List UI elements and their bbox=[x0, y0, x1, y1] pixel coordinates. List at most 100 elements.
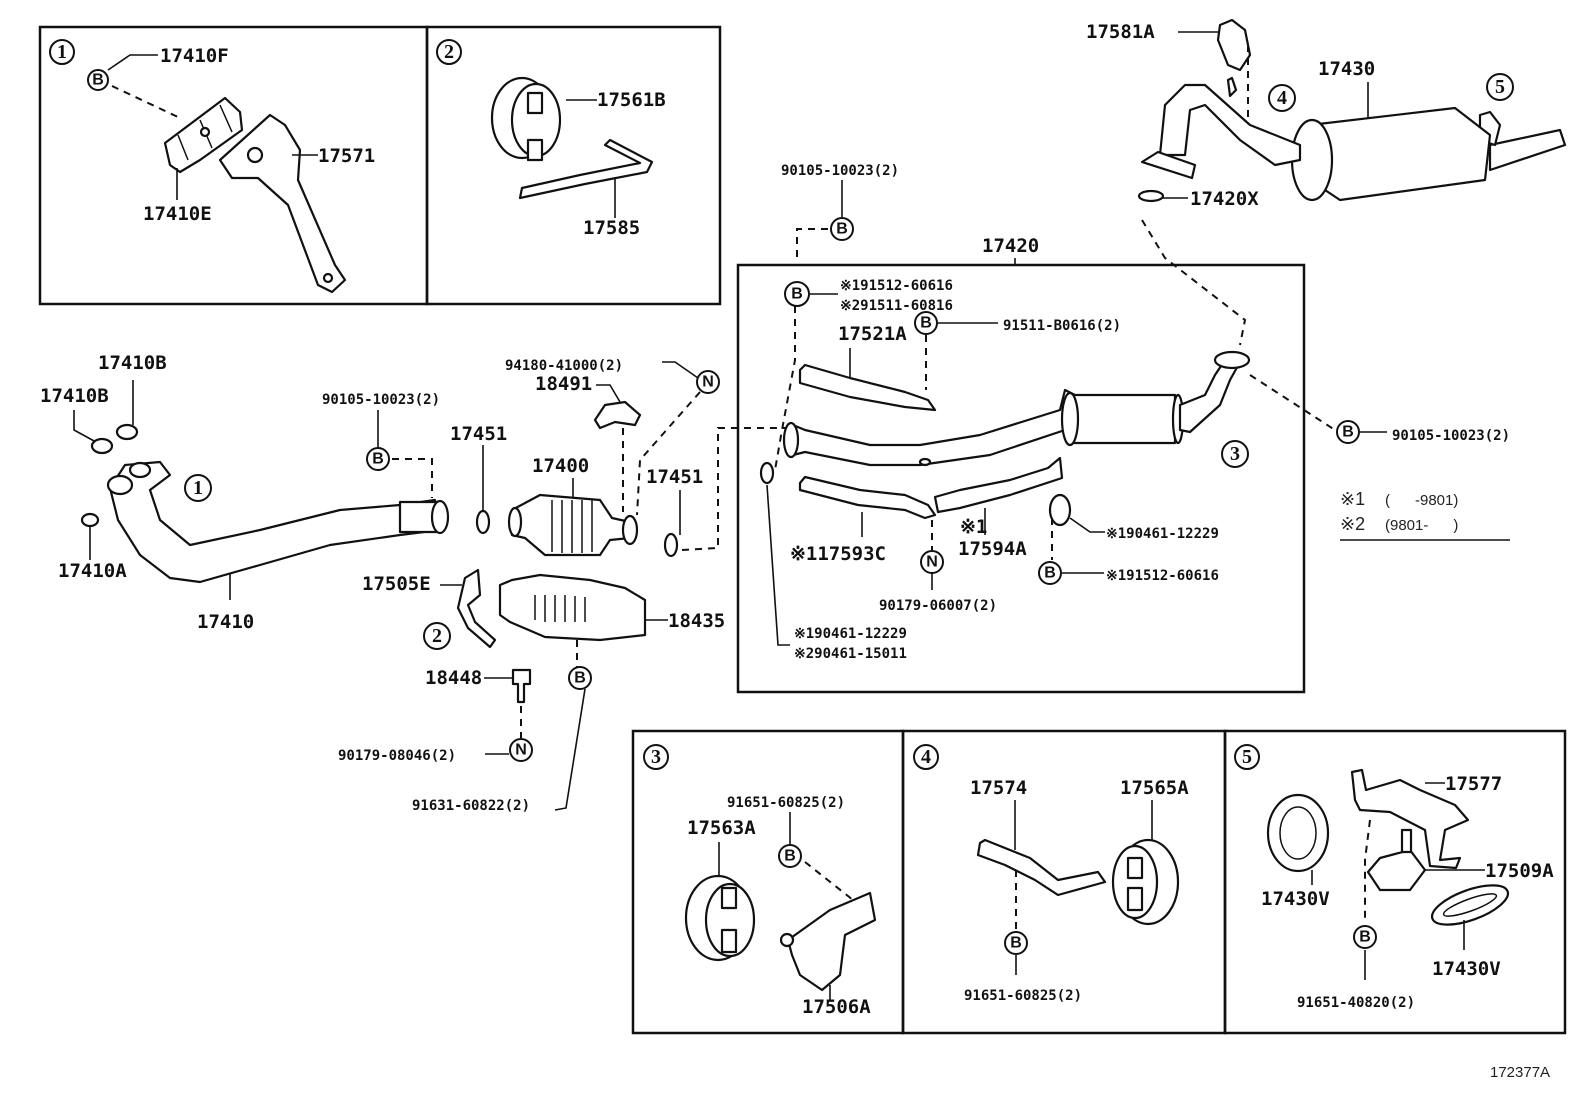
callout-circle-1-main: 1 bbox=[184, 474, 212, 502]
svg-text:4: 4 bbox=[921, 746, 931, 768]
part-label-91651-60825-box3[interactable]: 91651-60825(2) bbox=[727, 795, 845, 811]
callout-circle-1: 1 bbox=[49, 39, 75, 65]
part-label-17581A[interactable]: 17581A bbox=[1086, 21, 1155, 43]
part-label-17400[interactable]: 17400 bbox=[532, 455, 589, 477]
bracket-17577-shape bbox=[1350, 768, 1470, 870]
svg-text:N: N bbox=[702, 374, 714, 391]
bolt-symbol[interactable]: B bbox=[1353, 925, 1377, 949]
bolt-symbol[interactable]: B bbox=[568, 666, 592, 690]
part-label-91511-60816-note2[interactable]: ※291511-60816 bbox=[840, 298, 953, 314]
part-label-18435[interactable]: 18435 bbox=[668, 610, 725, 632]
tailpipe-shape bbox=[1488, 128, 1567, 172]
part-label-17509A[interactable]: 17509A bbox=[1485, 860, 1554, 882]
converter-group: 17451 17400 94180-41000(2) N 18491 17451… bbox=[338, 358, 790, 814]
callout-circle-3: 3 bbox=[643, 744, 669, 770]
part-label-90105-10023-top[interactable]: 90105-10023(2) bbox=[781, 163, 899, 179]
part-label-90461-12229-left[interactable]: ※190461-12229 bbox=[794, 626, 907, 642]
svg-text:3: 3 bbox=[651, 746, 661, 768]
part-label-91651-40820[interactable]: 91651-40820(2) bbox=[1297, 995, 1415, 1011]
sensor-17581A-shape bbox=[1216, 18, 1252, 72]
part-label-17451-right[interactable]: 17451 bbox=[646, 466, 703, 488]
part-label-91511-B0616[interactable]: 91511-B0616(2) bbox=[1003, 318, 1121, 334]
part-label-17430V-right[interactable]: 17430V bbox=[1432, 958, 1501, 980]
note-mark-17594A: ※1 bbox=[960, 516, 987, 538]
part-label-17561B[interactable]: 17561B bbox=[597, 89, 666, 111]
part-label-17565A[interactable]: 17565A bbox=[1120, 777, 1189, 799]
bolt-symbol[interactable]: B bbox=[87, 69, 109, 91]
part-label-17563A[interactable]: 17563A bbox=[687, 817, 756, 839]
part-label-17410A[interactable]: 17410A bbox=[58, 560, 127, 582]
bolt-symbol[interactable]: B bbox=[1336, 420, 1360, 444]
detail-box-5-frame bbox=[1223, 729, 1567, 1035]
part-label-17521A[interactable]: 17521A bbox=[838, 323, 907, 345]
callout-circle-2: 2 bbox=[436, 39, 462, 65]
rear-muffler-group: 17581A 4 17430 5 17420X bbox=[1086, 18, 1567, 346]
part-label-90105-10023-right[interactable]: 90105-10023(2) bbox=[1392, 428, 1510, 444]
nut-symbol[interactable]: N bbox=[696, 370, 720, 394]
part-label-91651-60825-box4[interactable]: 91651-60825(2) bbox=[964, 988, 1082, 1004]
bolt-symbol[interactable]: B bbox=[784, 281, 810, 307]
part-label-17506A[interactable]: 17506A bbox=[802, 996, 871, 1018]
part-label-18448[interactable]: 18448 bbox=[425, 667, 482, 689]
part-label-94180-41000[interactable]: 94180-41000(2) bbox=[505, 358, 623, 374]
part-label-91512-60616-note1[interactable]: ※191512-60616 bbox=[840, 278, 953, 294]
callout-circle-5: 5 bbox=[1234, 744, 1260, 770]
detail-box-2: 2 17561B 17585 bbox=[425, 25, 722, 306]
svg-text:1: 1 bbox=[57, 41, 67, 63]
part-label-17585[interactable]: 17585 bbox=[583, 217, 640, 239]
bolt-symbol[interactable]: B bbox=[1038, 561, 1062, 585]
hanger-17561B-shape bbox=[490, 76, 562, 162]
catalytic-converter-17400-shape bbox=[510, 493, 632, 557]
part-label-90105-10023-front[interactable]: 90105-10023(2) bbox=[322, 392, 440, 408]
callout-circle-4-main: 4 bbox=[1268, 84, 1296, 112]
detail-box-2-frame bbox=[425, 25, 722, 306]
svg-text:B: B bbox=[920, 315, 932, 332]
svg-text:B: B bbox=[372, 451, 384, 468]
svg-text:B: B bbox=[1044, 565, 1056, 582]
part-label-90461-15011-left[interactable]: ※290461-15011 bbox=[794, 646, 907, 662]
part-label-17420X[interactable]: 17420X bbox=[1190, 188, 1259, 210]
part-label-90179-08046[interactable]: 90179-08046(2) bbox=[338, 748, 456, 764]
nut-symbol[interactable]: N bbox=[920, 550, 944, 574]
svg-text:5: 5 bbox=[1242, 746, 1252, 768]
bracket-17574-shape bbox=[976, 838, 1107, 897]
svg-text:B: B bbox=[1359, 929, 1371, 946]
part-label-17451-left[interactable]: 17451 bbox=[450, 423, 507, 445]
part-label-17574[interactable]: 17574 bbox=[970, 777, 1027, 799]
part-label-90179-06007[interactable]: 90179-06007(2) bbox=[879, 598, 997, 614]
part-label-17505E[interactable]: 17505E bbox=[362, 573, 431, 595]
part-label-17430[interactable]: 17430 bbox=[1318, 58, 1375, 80]
part-label-18491[interactable]: 18491 bbox=[535, 373, 592, 395]
part-label-17577[interactable]: 17577 bbox=[1445, 773, 1502, 795]
part-label-91631-60822[interactable]: 91631-60822(2) bbox=[412, 798, 530, 814]
ring-17430V-oval-shape bbox=[1430, 884, 1510, 926]
heat-insulator-18491-shape bbox=[593, 400, 642, 430]
bolt-symbol[interactable]: B bbox=[366, 447, 390, 471]
assembly-title-17420[interactable]: 17420 bbox=[982, 235, 1039, 257]
svg-text:B: B bbox=[1010, 935, 1022, 952]
bolt-symbol[interactable]: B bbox=[914, 311, 938, 335]
bolt-symbol[interactable]: B bbox=[1004, 931, 1028, 955]
part-label-17593C[interactable]: ※117593C bbox=[790, 543, 886, 565]
part-label-17410F[interactable]: 17410F bbox=[160, 45, 229, 67]
part-label-90461-12229-right[interactable]: ※190461-12229 bbox=[1106, 526, 1219, 542]
heat-insulator-17593C-shape bbox=[798, 475, 937, 520]
nut-symbol[interactable]: N bbox=[509, 738, 533, 762]
svg-text:B: B bbox=[574, 670, 586, 687]
part-label-17594A[interactable]: 17594A bbox=[958, 538, 1027, 560]
bolt-symbol[interactable]: B bbox=[778, 844, 802, 868]
svg-text:B: B bbox=[92, 72, 104, 89]
bracket-17505E-shape bbox=[456, 568, 497, 649]
part-label-17430V-left[interactable]: 17430V bbox=[1261, 888, 1330, 910]
detail-box-3: 3 91651-60825(2) B 17563A 17506A bbox=[631, 729, 905, 1035]
muffler-17430-shape bbox=[1308, 106, 1492, 202]
part-label-17410[interactable]: 17410 bbox=[197, 611, 254, 633]
part-label-17571[interactable]: 17571 bbox=[318, 145, 375, 167]
callout-circle-5-main: 5 bbox=[1486, 73, 1514, 101]
part-label-17410E[interactable]: 17410E bbox=[143, 203, 212, 225]
part-label-91512-60616-right[interactable]: ※191512-60616 bbox=[1106, 568, 1219, 584]
svg-text:B: B bbox=[1342, 424, 1354, 441]
part-label-17410B-upper[interactable]: 17410B bbox=[98, 352, 167, 374]
bolt-symbol[interactable]: B bbox=[830, 217, 854, 241]
part-label-17410B-lower[interactable]: 17410B bbox=[40, 385, 109, 407]
